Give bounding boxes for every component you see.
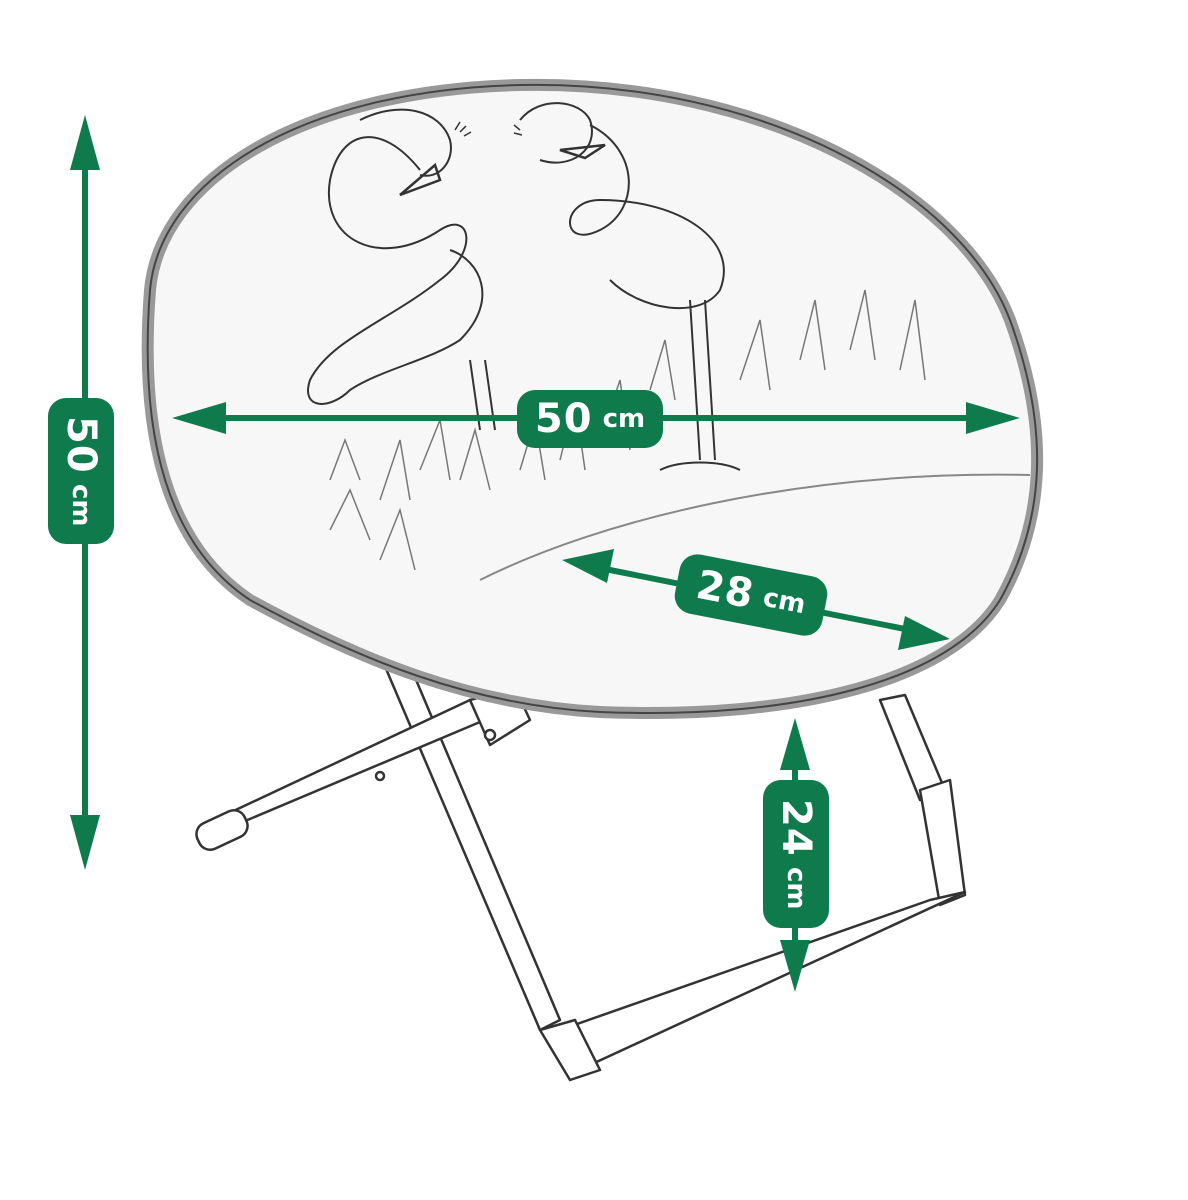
arrow-down-icon xyxy=(70,815,100,870)
dimension-label-height: 50 cm xyxy=(48,398,114,544)
arrow-right-icon xyxy=(966,402,1020,434)
arrow-up-icon xyxy=(70,115,100,170)
width-unit: cm xyxy=(602,404,646,434)
dimension-label-seat-height: 24 cm xyxy=(763,780,829,928)
arrow-upleft-icon xyxy=(562,549,614,583)
height-unit: cm xyxy=(66,483,96,527)
depth-unit: cm xyxy=(760,582,808,621)
seat-height-unit: cm xyxy=(781,866,811,910)
arrow-up-icon xyxy=(780,718,810,770)
seat-height-value: 24 xyxy=(773,798,819,857)
arrow-left-icon xyxy=(172,402,226,434)
width-value: 50 xyxy=(534,396,593,442)
height-value: 50 xyxy=(58,415,104,474)
arrow-down-icon xyxy=(780,940,810,992)
dimension-label-width: 50 cm xyxy=(517,390,663,448)
chair-frame xyxy=(195,640,967,1082)
arrow-downright-icon xyxy=(898,616,950,650)
depth-value: 28 xyxy=(692,561,758,619)
